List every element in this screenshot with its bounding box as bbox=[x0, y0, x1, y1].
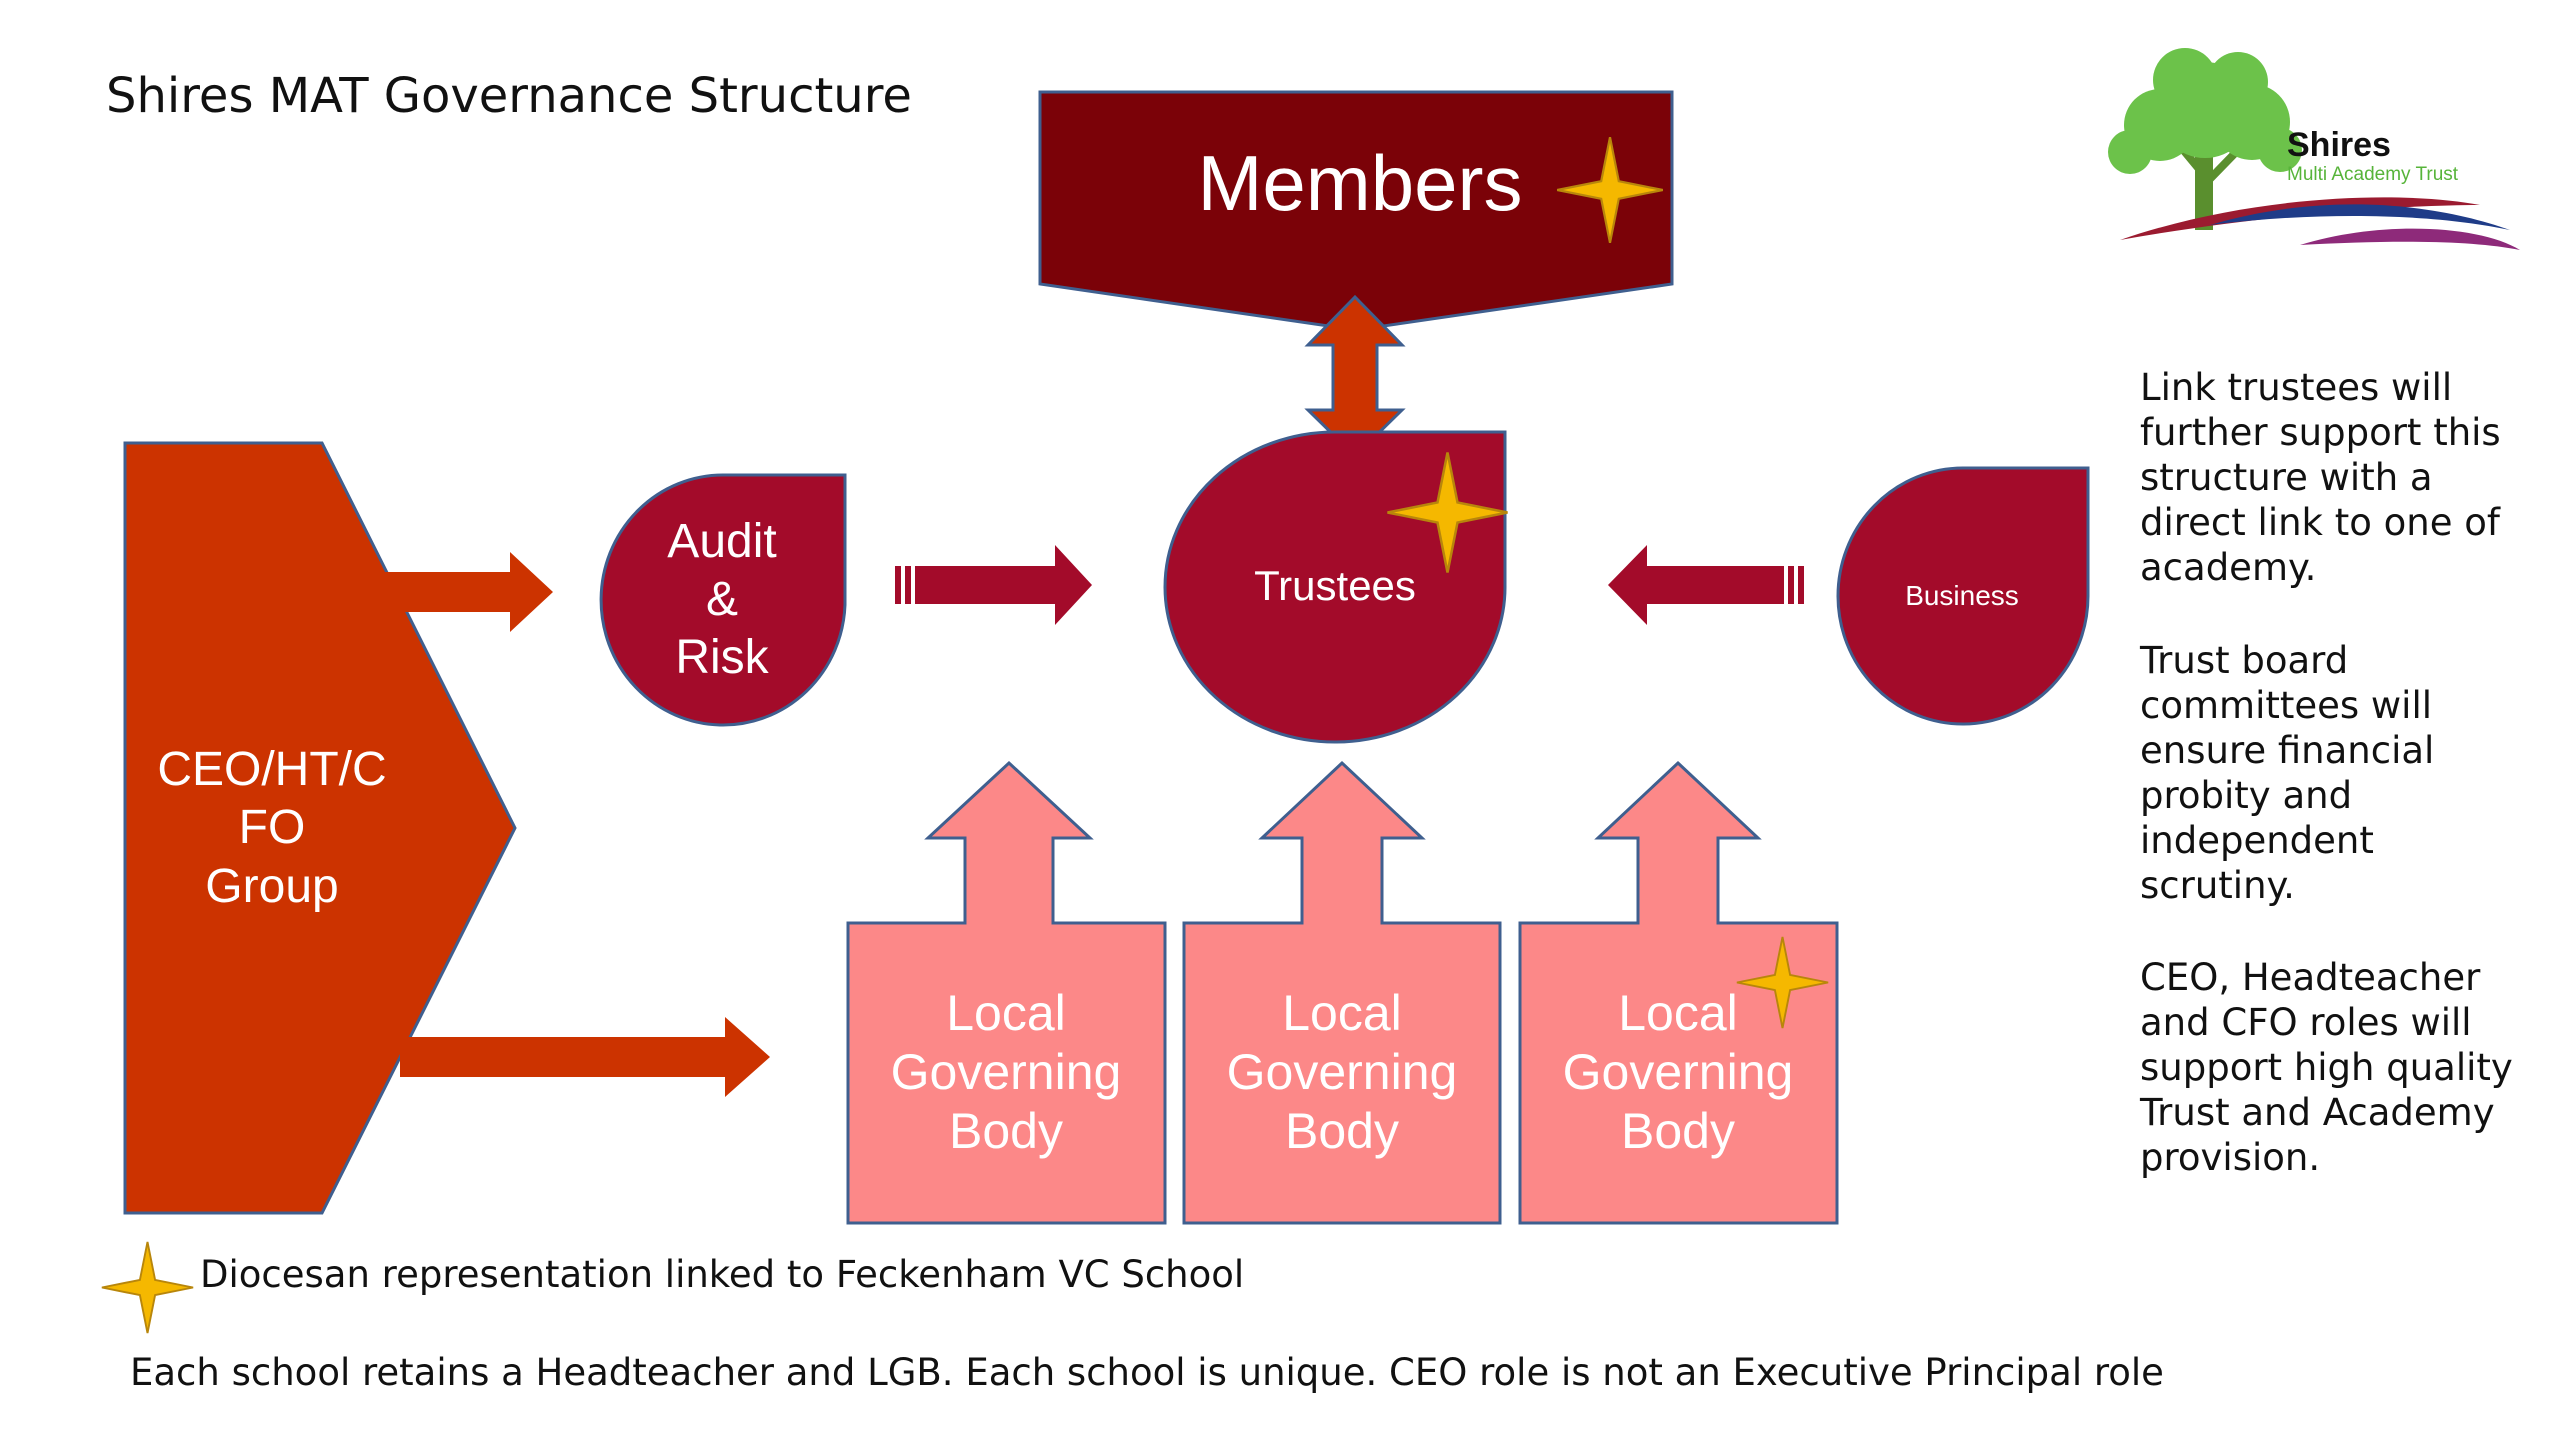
lgb-node-1: Local Governing Body bbox=[846, 760, 1167, 1225]
ceo-to-lgb-arrow bbox=[400, 1017, 770, 1097]
audit-label: Audit bbox=[667, 515, 776, 568]
lgb-label-local: Local bbox=[1282, 985, 1402, 1041]
lgb-label-governing: Governing bbox=[1227, 1044, 1458, 1100]
business-to-trustees-arrow bbox=[1608, 545, 1804, 625]
lgb-label-local: Local bbox=[946, 985, 1066, 1041]
lgb-label-body: Body bbox=[949, 1103, 1063, 1159]
shires-logo bbox=[2108, 48, 2520, 250]
ceo-group-node: CEO/HT/C FO Group bbox=[123, 441, 517, 1215]
audit-amp-label: & bbox=[706, 573, 738, 626]
trustees-label: Trustees bbox=[1254, 562, 1416, 609]
side-note-committees: Trust board committees will ensure finan… bbox=[2140, 639, 2435, 907]
trustees-node: Trustees bbox=[1163, 430, 1509, 744]
logo-subtitle: Multi Academy Trust bbox=[2287, 164, 2459, 185]
ceo-label-line2: FO bbox=[239, 801, 306, 854]
business-node: Business bbox=[1836, 466, 2090, 726]
audit-to-trustees-arrow bbox=[895, 545, 1092, 625]
legend-text: Diocesan representation linked to Fecken… bbox=[200, 1253, 1245, 1296]
lgb-label-governing: Governing bbox=[1563, 1044, 1794, 1100]
audit-risk-node: Audit & Risk bbox=[599, 473, 847, 727]
logo-name: Shires bbox=[2287, 126, 2391, 164]
ceo-label-line3: Group bbox=[205, 860, 338, 913]
risk-label: Risk bbox=[675, 631, 769, 684]
members-label: Members bbox=[1197, 139, 1522, 227]
lgb-label-body: Body bbox=[1285, 1103, 1399, 1159]
side-note-roles: CEO, Headteacher and CFO roles will supp… bbox=[2140, 956, 2513, 1179]
side-note-link-trustees: Link trustees will further support this … bbox=[2140, 366, 2501, 589]
footnote: Each school retains a Headteacher and LG… bbox=[130, 1351, 2164, 1394]
ceo-label-line1: CEO/HT/C bbox=[157, 743, 386, 796]
ceo-to-audit-arrow bbox=[380, 552, 553, 632]
lgb-label-body: Body bbox=[1621, 1103, 1735, 1159]
page-title: Shires MAT Governance Structure bbox=[106, 68, 912, 124]
lgb-label-local: Local bbox=[1618, 985, 1738, 1041]
members-node: Members bbox=[1038, 90, 1674, 332]
lgb-node-2: Local Governing Body bbox=[1182, 760, 1502, 1225]
lgb-label-governing: Governing bbox=[891, 1044, 1122, 1100]
legend-star-icon bbox=[100, 1240, 195, 1335]
lgb-node-3: Local Governing Body bbox=[1518, 760, 1839, 1225]
business-label: Business bbox=[1905, 580, 2019, 611]
